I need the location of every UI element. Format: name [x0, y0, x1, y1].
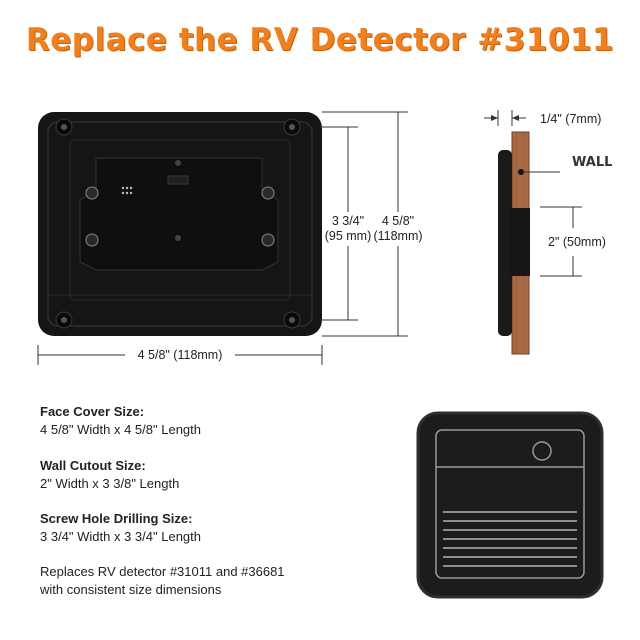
inner-height-label-1: 3 3/4" [332, 214, 364, 228]
note-line-2: with consistent size dimensions [40, 582, 222, 597]
spec-value: 2" Width x 3 3/8" Length [40, 476, 180, 491]
page-title: Replace the RV Detector #31011 [25, 22, 615, 58]
spec-heading: Screw Hole Drilling Size: [40, 511, 193, 526]
cutout-depth-label: 2" (50mm) [548, 235, 606, 249]
detector-front-view [416, 411, 604, 599]
outer-height-label-1: 4 5/8" [382, 214, 414, 228]
test-button-icon [532, 441, 552, 461]
front-panel-outline [435, 429, 585, 579]
corner-screw-holes [55, 118, 301, 329]
detector-back-view [38, 112, 322, 336]
side-view [498, 131, 530, 355]
front-face [418, 413, 602, 597]
width-dimension-label: 4 5/8" (118mm) [138, 348, 223, 362]
spec-heading: Face Cover Size: [40, 404, 145, 419]
vent-grille [443, 511, 577, 567]
outer-height-label-2: (118mm) [373, 229, 422, 243]
note-line-1: Replaces RV detector #31011 and #36681 [40, 564, 285, 579]
detector-face-side [498, 150, 512, 336]
detector-body-in-wall [510, 208, 530, 276]
spec-screw-hole: Screw Hole Drilling Size: 3 3/4" Width x… [40, 510, 360, 546]
thickness-label: 1/4" (7mm) [540, 112, 601, 126]
replacement-note: Replaces RV detector #31011 and #36681 w… [40, 563, 360, 599]
spec-face-cover: Face Cover Size: 4 5/8" Width x 4 5/8" L… [40, 403, 360, 439]
inner-height-label-2: (95 mm) [325, 229, 372, 243]
spec-wall-cutout: Wall Cutout Size: 2" Width x 3 3/8" Leng… [40, 457, 360, 493]
spec-heading: Wall Cutout Size: [40, 458, 146, 473]
spec-value: 4 5/8" Width x 4 5/8" Length [40, 422, 201, 437]
dimension-lines [37, 111, 408, 365]
mounting-screws [85, 186, 275, 247]
inner-housing [79, 157, 279, 271]
spec-value: 3 3/4" Width x 3 3/4" Length [40, 529, 201, 544]
wall-label: WALL [572, 155, 612, 170]
